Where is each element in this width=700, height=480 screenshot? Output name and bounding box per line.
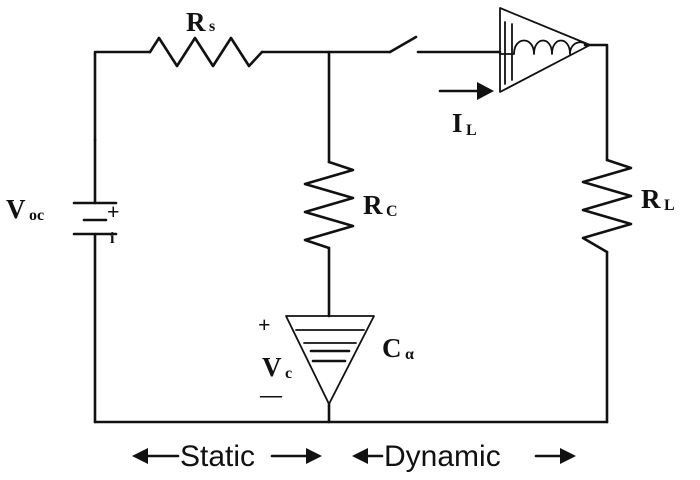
- battery-voc: [72, 201, 118, 236]
- current-arrow-il: [438, 82, 494, 100]
- capacitor-plus-sign: +: [258, 312, 271, 337]
- wire-top-right: [583, 43, 609, 162]
- label-il-main: I: [452, 108, 463, 138]
- label-rs: R s: [186, 7, 215, 37]
- label-voc: V oc: [6, 194, 44, 224]
- capacitor-triangle: [285, 315, 375, 405]
- switch-blade: [388, 35, 418, 54]
- static-arrow-left-head: [132, 448, 148, 464]
- label-vc-main: V: [262, 352, 282, 382]
- label-rl: R L: [641, 184, 675, 214]
- label-rc-sub: C: [386, 203, 398, 220]
- capacitor-minus-sign: —: [259, 382, 283, 407]
- static-label: Static: [180, 440, 255, 473]
- capacitor-c-alpha: [285, 315, 375, 405]
- load-motor: [499, 7, 591, 93]
- current-arrow-head: [477, 82, 494, 100]
- label-il-sub: L: [466, 122, 477, 139]
- label-il: I L: [452, 108, 477, 139]
- switch: [388, 35, 418, 54]
- wires: [93, 43, 609, 424]
- resistor-rs-zigzag: [148, 36, 264, 68]
- label-voc-sub: oc: [29, 207, 44, 224]
- resistor-rc: [303, 160, 355, 250]
- region-static: Static: [132, 440, 322, 473]
- label-vc: V c: [262, 352, 292, 382]
- label-c-alpha: C α: [382, 333, 414, 363]
- load-coil: [499, 39, 587, 55]
- label-rc: R C: [363, 190, 398, 220]
- label-rs-main: R: [186, 7, 206, 37]
- region-dynamic: Dynamic: [352, 440, 576, 473]
- dynamic-label: Dynamic: [384, 440, 501, 473]
- label-rc-main: R: [363, 190, 383, 220]
- dynamic-arrow-right-head: [560, 448, 576, 464]
- label-c-alpha-sub: α: [405, 346, 414, 363]
- static-arrow-right-head: [306, 448, 322, 464]
- label-c-alpha-main: C: [382, 333, 402, 363]
- wire-top-left: [93, 50, 152, 142]
- load-triangle: [499, 7, 591, 93]
- label-rs-sub: s: [209, 18, 215, 35]
- label-rl-main: R: [641, 184, 661, 214]
- label-vc-sub: c: [285, 365, 292, 382]
- battery-minus-sign: i: [110, 230, 115, 247]
- dynamic-arrow-left-head: [352, 448, 368, 464]
- resistor-rl-zigzag: [581, 158, 633, 254]
- resistor-rs: [148, 36, 264, 68]
- resistor-rc-zigzag: [303, 160, 355, 250]
- label-rl-sub: L: [664, 197, 675, 214]
- battery-plus-sign: +: [107, 199, 120, 224]
- resistor-rl: [581, 158, 633, 254]
- label-voc-main: V: [6, 194, 26, 224]
